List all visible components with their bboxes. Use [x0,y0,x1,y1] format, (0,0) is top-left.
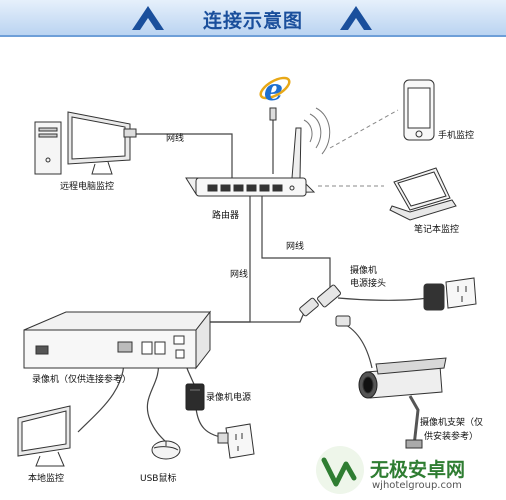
mobile-phone-icon [403,79,435,141]
wireless-links [318,109,399,187]
local-monitor-label: 本地监控 [28,474,65,484]
laptop-icon [389,167,457,221]
remote-pc-icon [34,111,137,175]
recorder-label: 录像机（仅供连接参考） [32,375,132,385]
camera-cable-junction-icon [299,284,351,327]
wifi-signal-icon [303,107,331,155]
camera-power-label-1: 摄像机 [350,266,378,276]
page-title: 连接示意图 [202,10,303,32]
banner-arrow-left-icon [132,6,164,30]
internet-explorer-icon: e [259,73,291,121]
router-icon [185,127,316,197]
camera-bracket-label-2: 供安装参考） [424,432,479,442]
svg-text:e: e [264,73,283,108]
mobile-label: 手机监控 [438,131,475,141]
recorder-icon [23,310,212,370]
cable-label-top: 网线 [166,134,185,144]
banner-arrow-right-icon [340,6,372,30]
watermark-logo-icon [316,446,364,494]
usb-mouse-label: USB鼠标 [140,474,177,484]
laptop-label: 笔记本监控 [414,225,460,235]
camera-power-label-2: 电源接头 [350,279,387,289]
wall-socket-icon [217,423,255,459]
cable-label-right: 网线 [286,242,305,252]
power-adapter-icon [185,383,205,411]
camera-bracket-label-1: 摄像机支架（仅 [420,418,484,428]
cable-label-left: 网线 [230,270,249,280]
usb-mouse-icon [151,440,181,460]
recorder-power-label: 录像机电源 [206,393,252,403]
watermark-name: 无极安卓网 [370,459,466,481]
bullet-camera-icon [358,357,447,449]
camera-power-socket-icon [423,277,477,311]
router-label: 路由器 [212,211,240,221]
watermark-url: wjhotelgroup.com [372,480,462,491]
remote-pc-label: 远程电脑监控 [60,182,115,192]
local-monitor-icon [17,405,71,467]
title-banner [0,0,506,37]
